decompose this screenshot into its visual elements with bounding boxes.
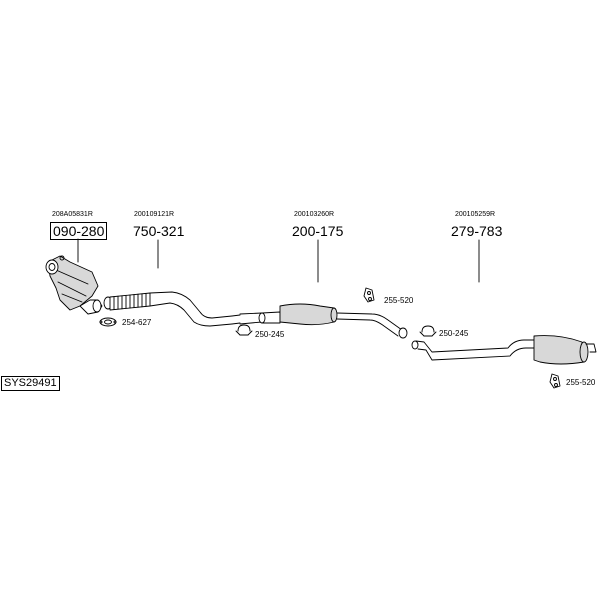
hanger-1-part xyxy=(363,287,375,303)
front-pipe-part xyxy=(103,291,241,327)
rear-silencer-part xyxy=(411,335,597,365)
hanger-2-part-number[interactable]: 255-520 xyxy=(566,378,596,387)
clamp-2-part xyxy=(419,325,437,337)
hanger-1-part-number[interactable]: 255-520 xyxy=(384,296,414,305)
clamp-1-part-number[interactable]: 250-245 xyxy=(255,330,285,339)
catalyst-part-number[interactable]: 090-280 xyxy=(50,222,108,240)
catalyst-part xyxy=(45,255,103,315)
hanger-2-part xyxy=(549,373,561,389)
rear-silencer-part-number[interactable]: 279-783 xyxy=(451,223,503,239)
front-pipe-ref: 200109121R xyxy=(134,211,175,218)
system-code: SYS29491 xyxy=(1,376,60,391)
clamp-2-part-number[interactable]: 250-245 xyxy=(439,329,469,338)
clamp-1-part xyxy=(235,324,253,336)
front-pipe-part-number[interactable]: 750-321 xyxy=(133,223,185,239)
rear-silencer-ref: 200105259R xyxy=(455,211,496,218)
middle-silencer-ref: 200103260R xyxy=(294,211,335,218)
middle-silencer-part-number[interactable]: 200-175 xyxy=(292,223,344,239)
middle-silencer-part xyxy=(239,303,408,339)
gasket-part xyxy=(99,317,117,327)
gasket-part-number[interactable]: 254-627 xyxy=(122,318,152,327)
catalyst-ref: 208A05831R xyxy=(52,211,93,218)
